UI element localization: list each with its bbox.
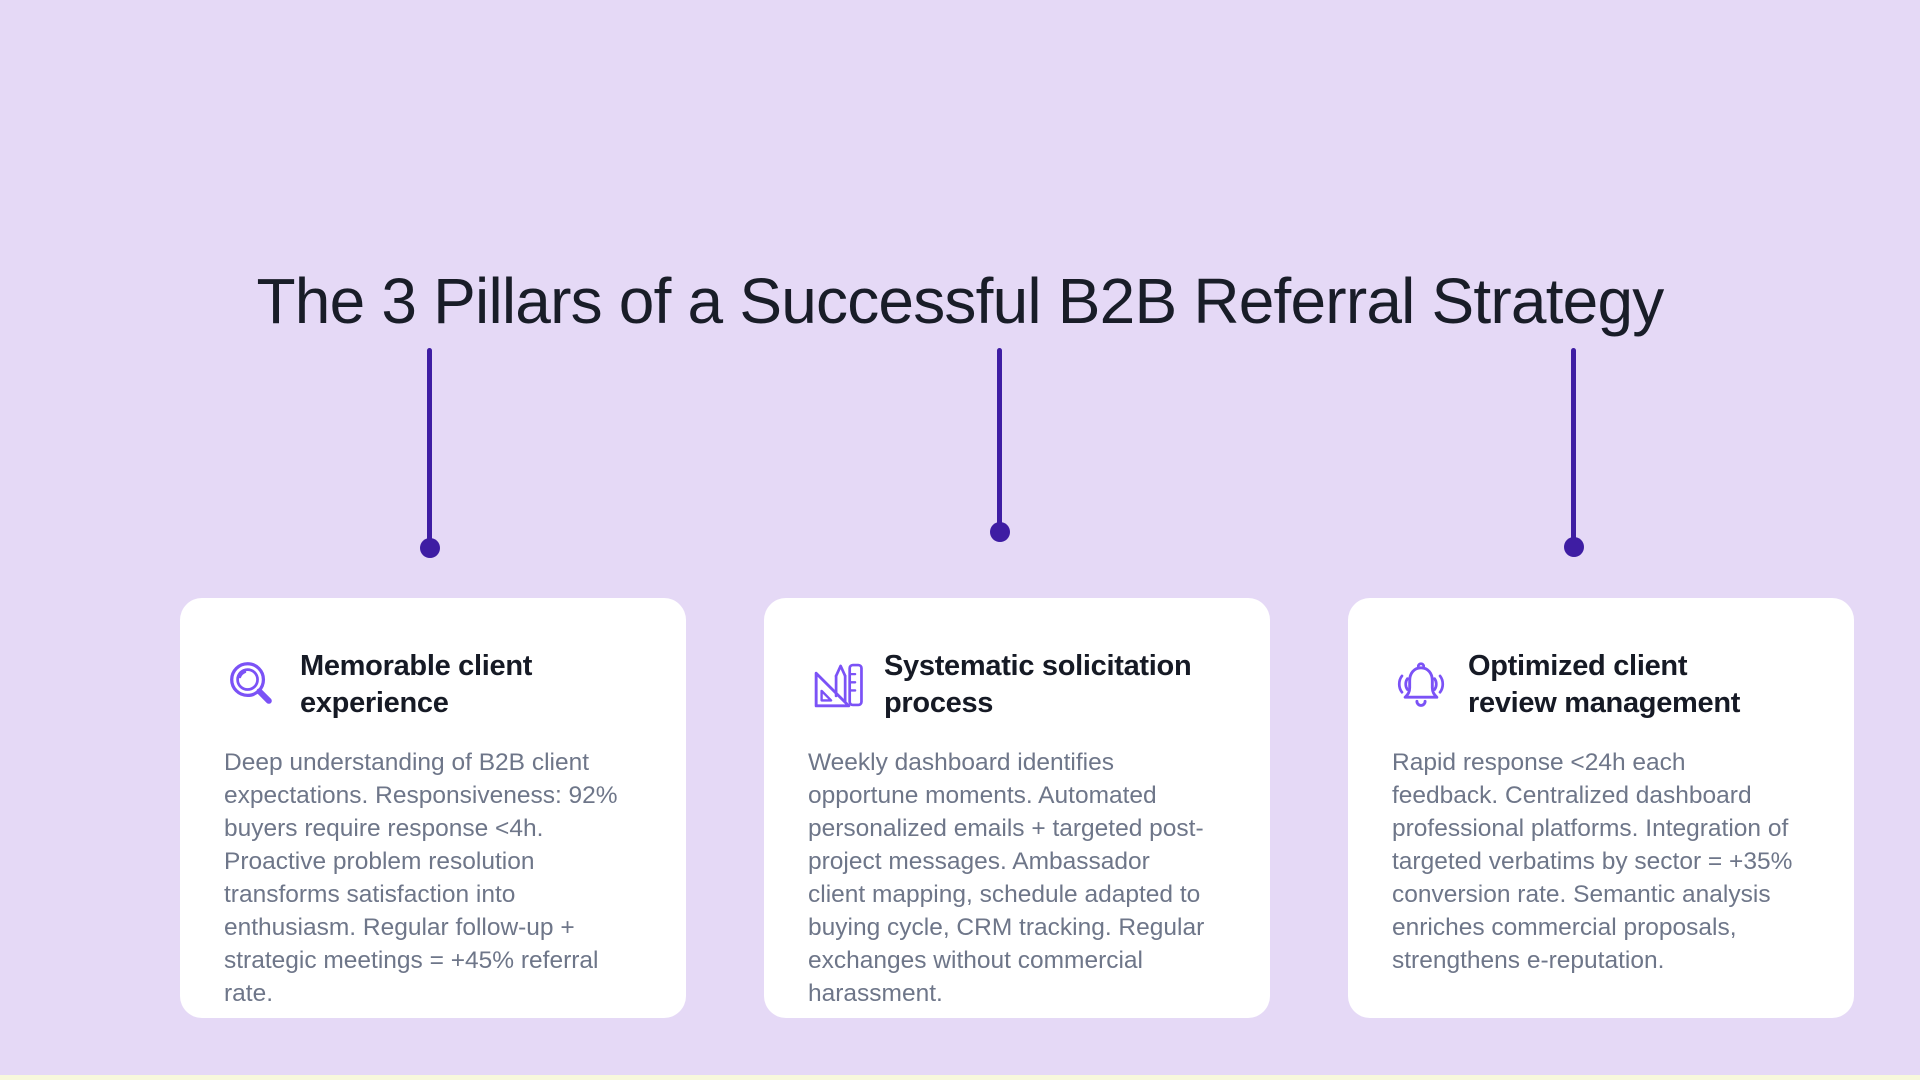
card-heading-line2: experience (300, 687, 449, 719)
connector-dot-2 (990, 522, 1010, 542)
connector-dot-1 (420, 538, 440, 558)
connector-dot-3 (1564, 537, 1584, 557)
pillar-card-optimized-client-review-management: Optimized client review management Rapid… (1348, 598, 1854, 1018)
card-body-text: Deep understanding of B2B client expecta… (224, 749, 618, 1007)
card-heading-line1: Optimized client (1468, 650, 1688, 682)
connector-line-2 (997, 348, 1002, 532)
ringing-bell-icon (1392, 656, 1450, 714)
card-heading-line2: process (884, 687, 994, 719)
design-tools-icon (808, 656, 866, 714)
card-body-text: Rapid response <24h each feedback. Centr… (1392, 749, 1793, 974)
card-heading: Systematic solicitation process (884, 648, 1192, 722)
card-header: Systematic solicitation process (808, 648, 1226, 722)
card-heading: Optimized client review management (1468, 648, 1740, 722)
card-heading-line1: Systematic solicitation (884, 650, 1192, 682)
bottom-edge-strip (0, 1075, 1920, 1080)
card-heading-line1: Memorable client (300, 650, 533, 682)
card-header: Memorable client experience (224, 648, 642, 722)
page-title: The 3 Pillars of a Successful B2B Referr… (256, 264, 1665, 337)
pillar-card-systematic-solicitation-process: Systematic solicitation process Weekly d… (764, 598, 1270, 1018)
connector-line-1 (427, 348, 432, 548)
card-heading: Memorable client experience (300, 648, 532, 722)
connector-line-3 (1571, 348, 1576, 547)
card-heading-line2: review management (1468, 687, 1741, 719)
pillar-card-memorable-client-experience: Memorable client experience Deep underst… (180, 598, 686, 1018)
card-header: Optimized client review management (1392, 648, 1810, 722)
card-body-text: Weekly dashboard identifies opportune mo… (808, 749, 1205, 1007)
magnifier-icon (224, 656, 282, 714)
